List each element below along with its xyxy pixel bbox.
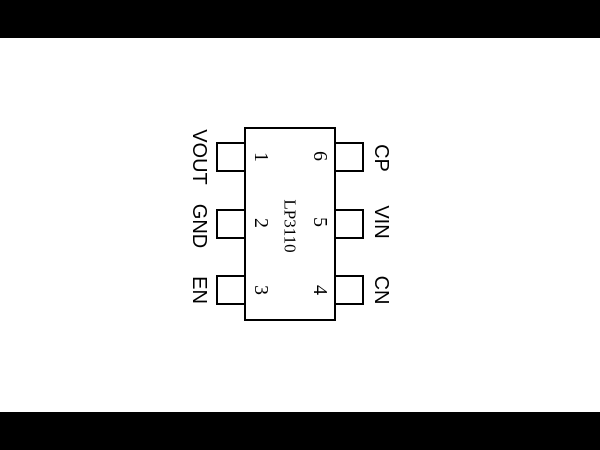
pin-5-pad [334,209,364,239]
pin-2-number: 2 [250,218,272,228]
pin-2-label: GND [188,204,210,248]
pin-3-pad [216,275,246,305]
pin-5-number: 5 [309,217,331,227]
pin-6-number: 6 [309,151,331,161]
pin-1-number: 1 [250,152,272,162]
pin-4-label: CN [370,276,392,305]
pin-2-pad [216,209,246,239]
pin-4-number: 4 [309,285,331,295]
pinout-canvas: VOUT GND EN CP VIN CN 1 2 3 6 5 4 LP3110 [0,38,600,412]
pinout-diagram: VOUT GND EN CP VIN CN 1 2 3 6 5 4 LP3110 [188,127,392,321]
pin-1-label: VOUT [188,129,210,185]
part-number-label: LP3110 [281,199,300,252]
pin-5-label: VIN [370,205,392,238]
ic-package-body [244,127,336,321]
pin-3-label: EN [188,276,210,304]
pin-3-number: 3 [250,285,272,295]
letterbox-top-band [0,0,600,38]
pin-1-pad [216,142,246,172]
letterbox-bottom-band [0,412,600,450]
pin-6-pad [334,142,364,172]
pin-4-pad [334,275,364,305]
pin-6-label: CP [370,144,392,172]
